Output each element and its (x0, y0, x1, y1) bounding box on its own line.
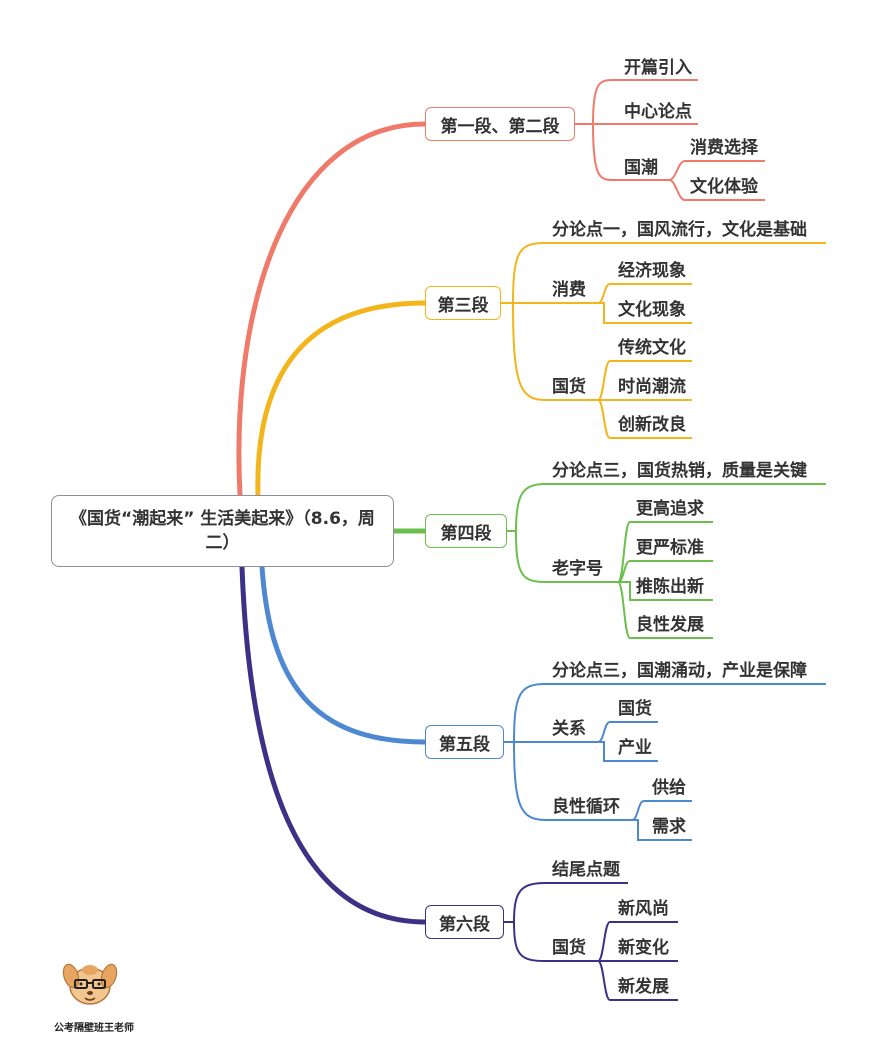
section-label: 第一段、第二段 (440, 116, 560, 137)
topic-node[interactable]: 分论点三，国货热销，质量是关键 (552, 461, 807, 481)
topic-node[interactable]: 分论点三，国潮涌动，产业是保障 (552, 661, 807, 681)
subtopic-node[interactable]: 产业 (618, 738, 652, 758)
subtopic-node[interactable]: 文化体验 (690, 177, 758, 197)
branch-line-sec4 (259, 564, 428, 745)
topic-node[interactable]: 中心论点 (624, 102, 692, 122)
section-label: 第四段 (440, 523, 492, 544)
subtopic-node[interactable]: 经济现象 (618, 261, 686, 281)
topic-node[interactable]: 分论点一，国风流行，文化是基础 (552, 220, 807, 240)
subtopic-node[interactable]: 新发展 (618, 977, 669, 997)
subtopic-node[interactable]: 时尚潮流 (618, 377, 686, 397)
section-label: 第六段 (439, 914, 490, 935)
topic-node[interactable]: 关系 (552, 719, 586, 739)
topic-node[interactable]: 国潮 (624, 158, 658, 178)
mascot-credit: 公考隔壁班王老师 (54, 1023, 134, 1034)
subtopic-node[interactable]: 更高追求 (636, 499, 704, 519)
section-label: 第五段 (439, 734, 490, 755)
subtopic-node[interactable]: 供给 (652, 778, 686, 798)
subtopic-node[interactable]: 传统文化 (618, 338, 686, 358)
topic-node[interactable]: 开篇引入 (624, 58, 692, 78)
subtopic-node[interactable]: 需求 (652, 817, 686, 837)
subtopic-node[interactable]: 消费选择 (690, 138, 758, 158)
root-title: 《国货“潮起来” 生活美起来》（8.6，周二） (70, 509, 375, 553)
section-node-4[interactable]: 第五段 (425, 725, 504, 759)
topic-node[interactable]: 良性循环 (552, 797, 620, 817)
subtopic-node[interactable]: 文化现象 (618, 300, 686, 320)
topic-node[interactable]: 老字号 (552, 559, 603, 579)
section-label: 第三段 (437, 295, 489, 316)
subtopic-node[interactable]: 推陈出新 (636, 577, 704, 597)
topic-node[interactable]: 结尾点题 (552, 860, 620, 880)
topic-node[interactable]: 国货 (552, 938, 586, 958)
subtopic-node[interactable]: 新风尚 (618, 899, 669, 919)
subtopic-node[interactable]: 国货 (618, 699, 652, 719)
topic-node[interactable]: 消费 (552, 280, 586, 300)
branch-line-sec5 (239, 564, 428, 925)
root-topic[interactable]: 《国货“潮起来” 生活美起来》（8.6，周二） (51, 495, 394, 567)
section-node-2[interactable]: 第三段 (425, 286, 501, 320)
dog-mascot-icon (62, 963, 118, 1005)
subtopic-node[interactable]: 创新改良 (618, 415, 686, 435)
subtopic-node[interactable]: 更严标准 (636, 538, 704, 558)
subtopic-node[interactable]: 良性发展 (636, 615, 704, 635)
section-node-3[interactable]: 第四段 (425, 514, 507, 548)
branch-line-sec1 (236, 121, 428, 498)
topic-node[interactable]: 国货 (552, 377, 586, 397)
subtopic-node[interactable]: 新变化 (618, 938, 669, 958)
branch-line-sec2 (255, 300, 428, 498)
section-node-5[interactable]: 第六段 (425, 905, 504, 939)
section-node-1[interactable]: 第一段、第二段 (425, 107, 575, 141)
